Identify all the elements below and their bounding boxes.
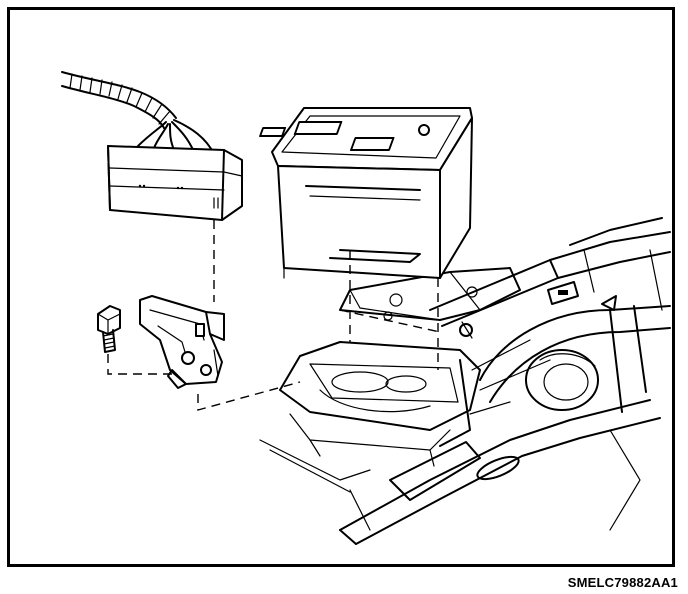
alignment-lines <box>107 220 439 411</box>
exploded-view-drawing <box>61 71 671 545</box>
wiring-harness-connector <box>61 71 243 221</box>
figure-id-label: SMELC79882AA1 <box>567 575 678 590</box>
figure-frame <box>7 7 675 567</box>
battery <box>259 107 473 279</box>
vehicle-frame <box>259 217 671 545</box>
bolt <box>97 305 121 353</box>
mounting-bracket <box>139 295 225 389</box>
battery-tray <box>279 267 521 467</box>
